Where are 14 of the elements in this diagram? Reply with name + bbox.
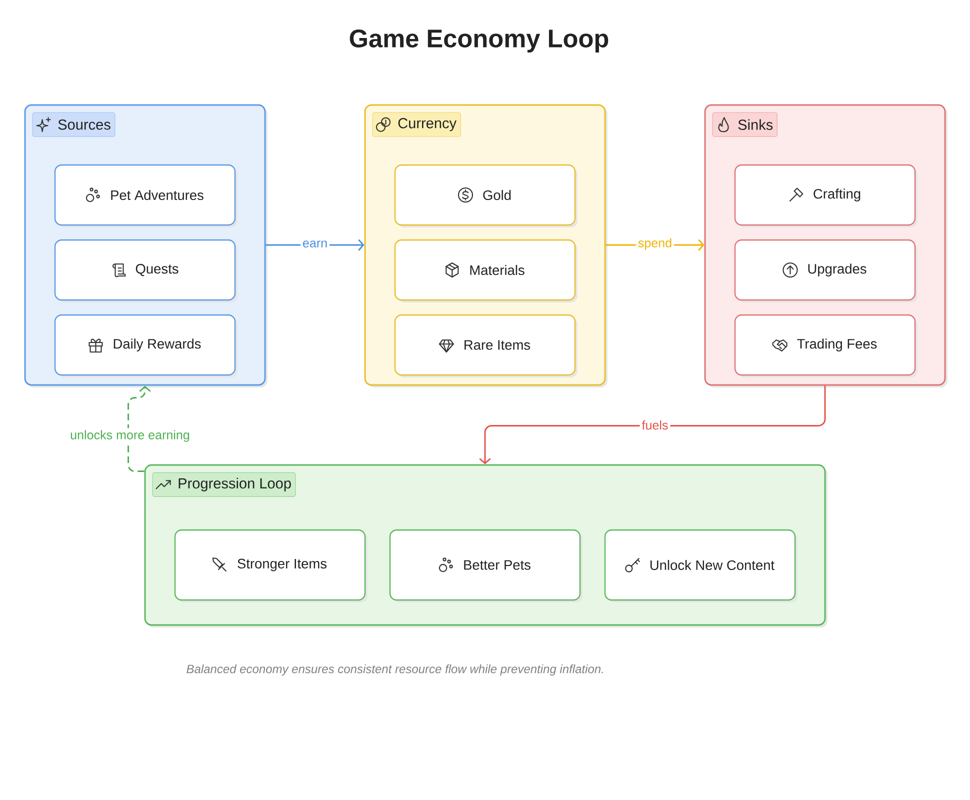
- arrow: [128, 386, 151, 472]
- process-box: Quests: [54, 239, 238, 302]
- edge-label: spend: [636, 236, 674, 252]
- process-box: Pet Adventures: [54, 164, 238, 228]
- edge-label: fuels: [640, 418, 670, 432]
- edge-label: unlocks more earning: [68, 428, 192, 444]
- process-box: Stronger Items: [174, 529, 368, 602]
- arrow: [479, 386, 826, 464]
- edge-label: earn: [300, 238, 330, 250]
- caption: Balanced economy ensures consistent resource flow while preventing inflation.: [186, 664, 603, 676]
- process-box: Daily Rewards: [54, 314, 238, 378]
- process-box: Better Pets: [389, 529, 582, 602]
- title: Game Economy Loop: [350, 30, 608, 52]
- process-box: Unlock New Content: [604, 529, 798, 602]
